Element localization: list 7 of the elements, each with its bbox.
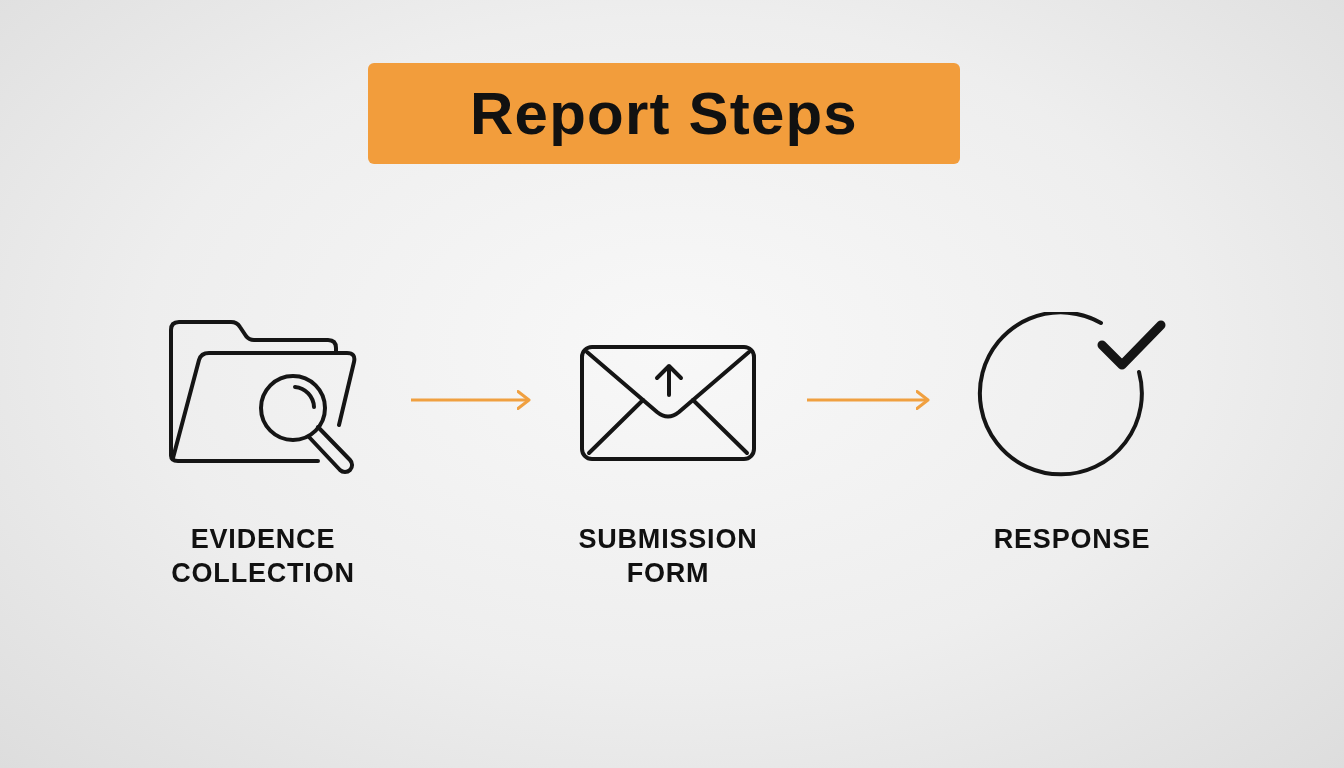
- step-label: SUBMISSION FORM: [577, 523, 759, 590]
- title-banner: Report Steps: [368, 63, 960, 164]
- arrow: [807, 390, 930, 410]
- envelope-upload-icon: [577, 342, 759, 464]
- step-label: RESPONSE: [992, 523, 1152, 556]
- step-label: EVIDENCE COLLECTION: [170, 523, 356, 590]
- arrow: [411, 390, 531, 410]
